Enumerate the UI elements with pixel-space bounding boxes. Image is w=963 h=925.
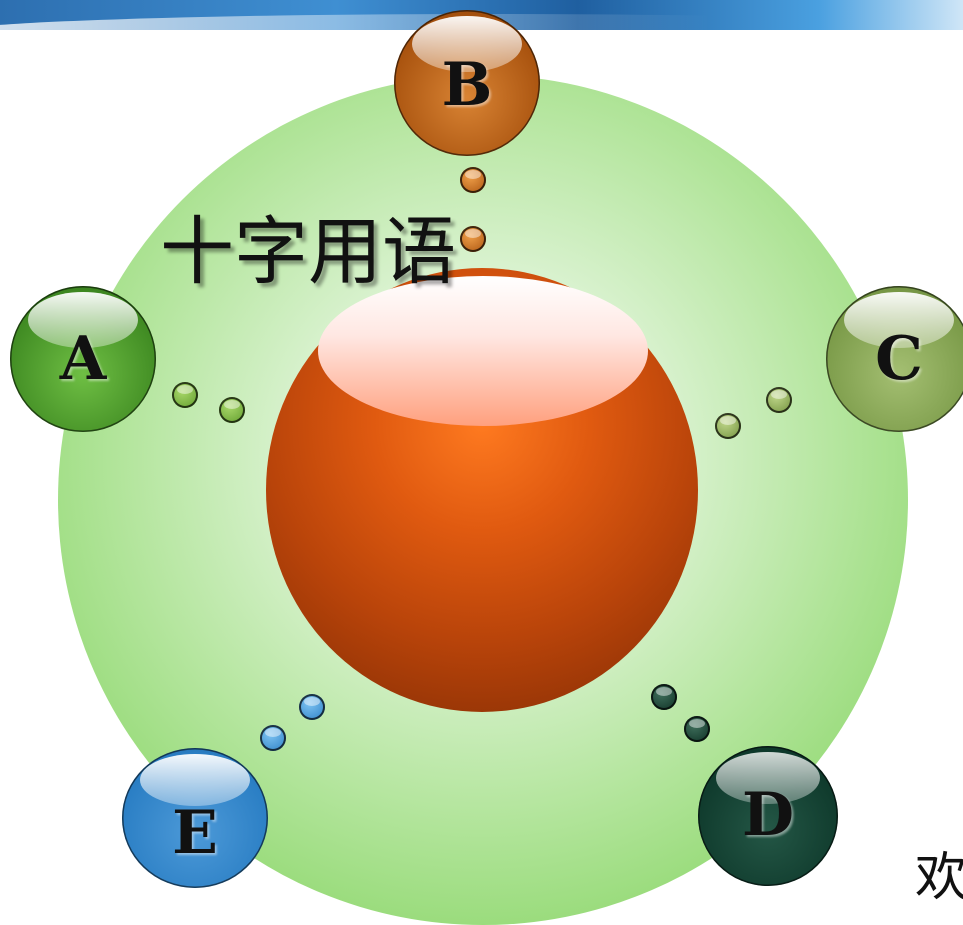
connector-dot-a-1 [172, 382, 198, 408]
connector-dot-d-2 [684, 716, 710, 742]
connector-dot-a-2 [219, 397, 245, 423]
node-d: D [698, 746, 838, 886]
node-b-label: B [441, 50, 493, 120]
connector-dot-b-2 [460, 226, 486, 252]
connector-dot-e-1 [299, 694, 325, 720]
connector-dot-c-1 [766, 387, 792, 413]
connector-dot-e-2 [260, 725, 286, 751]
node-c: C [826, 286, 963, 432]
center-sphere-gloss [318, 276, 648, 426]
node-c-gloss [844, 292, 954, 348]
node-c-label: C [875, 324, 923, 394]
connector-dot-b-1 [460, 167, 486, 193]
connector-dot-c-2 [715, 413, 741, 439]
node-a-gloss [28, 292, 138, 348]
diagram-title: 十字用语 [160, 209, 456, 295]
center-sphere [266, 268, 698, 712]
node-b-gloss [412, 16, 522, 72]
node-e-gloss [140, 754, 250, 806]
node-e-label: E [172, 798, 218, 868]
corner-text: 欢 [915, 848, 963, 908]
connector-dot-d-1 [651, 684, 677, 710]
node-e: E [122, 748, 268, 888]
node-b: B [394, 10, 540, 156]
node-a: A [10, 286, 156, 432]
node-d-label: D [741, 780, 795, 850]
node-a-label: A [59, 324, 107, 394]
node-d-gloss [716, 752, 820, 804]
